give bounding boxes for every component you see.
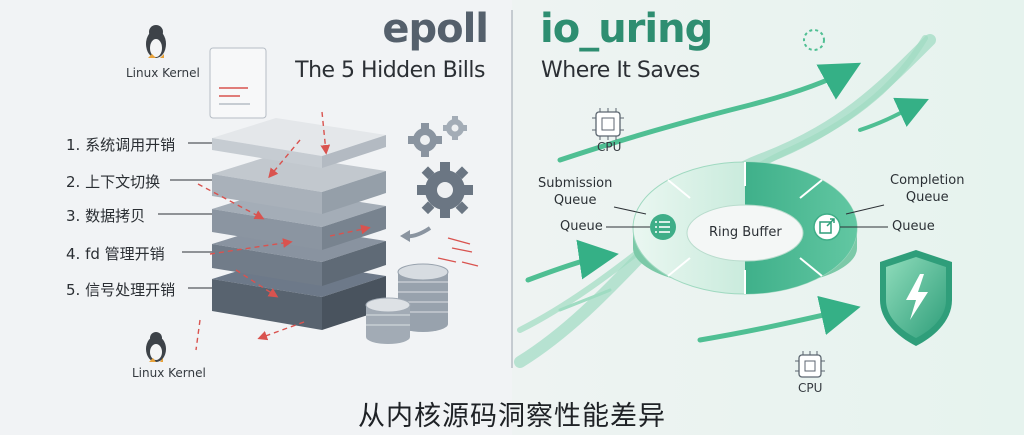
ring-buffer [632,161,858,295]
io-uring-title: io_uring [540,6,713,52]
cpu-chip-icon [795,351,825,378]
gear-icon [417,162,473,218]
sparkle-icon [803,29,825,51]
linux-kernel-label-top: Linux Kernel [126,66,200,80]
bill-item: 1. 系统调用开销 [66,136,176,154]
cpu-chip-icon [592,108,624,140]
caption: 从内核源码洞察性能差异 [358,401,666,432]
penguin-icon [146,25,166,58]
document-icon [209,47,267,119]
kernel-layer-stack [212,118,386,330]
bill-item: 4. fd 管理开销 [66,245,165,263]
gear-icon [443,116,467,140]
shield-bolt-icon [880,250,952,346]
bill-item: 2. 上下文切换 [66,173,161,191]
penguin-icon [146,332,166,362]
queue-label-left: Queue [560,219,603,234]
coin-stack-icon [397,263,449,332]
queue-label-right: Queue [892,219,935,234]
cpu-label-bottom: CPU [798,381,823,395]
export-icon [813,213,841,241]
epoll-subtitle: The 5 Hidden Bills [295,58,485,83]
linux-kernel-label-bottom: Linux Kernel [132,366,206,380]
epoll-title: epoll [382,6,489,52]
ring-buffer-label: Ring Buffer [709,225,782,240]
gear-icon [408,123,442,157]
io-uring-subtitle: Where It Saves [541,58,700,83]
cpu-label-top: CPU [597,140,622,154]
bill-item: 3. 数据拷贝 [66,207,146,225]
submission-queue-label: Submission Queue [538,176,613,208]
list-icon [650,214,676,240]
coin-stack-icon [365,297,411,344]
bill-item: 5. 信号处理开销 [66,281,176,299]
completion-queue-label: Completion Queue [890,173,965,205]
